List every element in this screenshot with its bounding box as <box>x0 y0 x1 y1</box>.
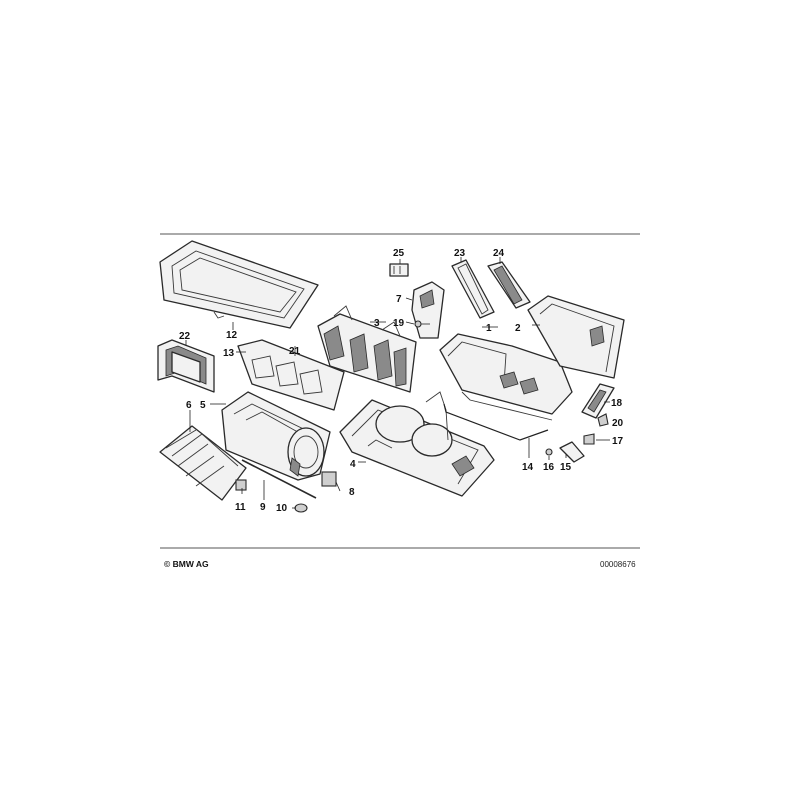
part-5-blower-housing <box>221 391 331 481</box>
callout-10: 10 <box>276 503 288 514</box>
part-6-blower-cover <box>159 425 247 501</box>
part-2-upper-housing <box>527 295 625 379</box>
callout-9: 9 <box>260 502 266 513</box>
callout-12: 12 <box>226 330 238 341</box>
part-17-clip <box>583 433 595 445</box>
part-13-filter-grille <box>237 339 345 411</box>
callout-20: 20 <box>612 418 624 429</box>
part-3-bracket <box>317 305 417 393</box>
part-4-lower-housing <box>339 391 495 497</box>
part-25-connector <box>389 263 409 277</box>
part-12-filter-frame <box>159 240 319 329</box>
part-15-lever <box>559 441 585 463</box>
callout-7: 7 <box>396 294 402 305</box>
callouts: 1 2 3 4 5 6 7 8 9 10 11 12 13 14 15 16 1… <box>179 248 624 514</box>
callout-4: 4 <box>350 459 356 470</box>
part-8-block <box>321 471 337 487</box>
callout-6: 6 <box>186 400 192 411</box>
callout-3: 3 <box>374 318 380 329</box>
callout-24: 24 <box>493 248 505 259</box>
callout-25: 25 <box>393 248 405 259</box>
callout-11: 11 <box>235 502 246 513</box>
callout-16: 16 <box>543 462 555 473</box>
part-23-seal <box>451 259 495 319</box>
callout-5: 5 <box>200 400 206 411</box>
part-7-duct <box>411 281 445 339</box>
part-22-duct <box>157 339 215 393</box>
callout-2: 2 <box>515 323 521 334</box>
part-10-grommet <box>294 503 308 513</box>
callout-8: 8 <box>349 487 355 498</box>
callout-21: 21 <box>289 346 301 357</box>
callout-19: 19 <box>393 318 405 329</box>
callout-14: 14 <box>522 462 534 473</box>
callout-13: 13 <box>223 348 235 359</box>
part-9-rod <box>241 459 317 499</box>
leader-lines <box>185 257 610 509</box>
part-18-flap <box>581 383 615 419</box>
callout-23: 23 <box>454 248 466 259</box>
part-14-wire <box>443 403 549 441</box>
copyright-label: © BMW AG <box>164 559 209 569</box>
part-20-clip <box>597 413 609 427</box>
callout-15: 15 <box>560 462 572 473</box>
part-1-main-housing <box>439 333 573 421</box>
drawing-number: 00008676 <box>600 560 636 569</box>
part-16-washer <box>545 448 553 456</box>
part-11-clip <box>235 479 247 491</box>
callout-22: 22 <box>179 331 191 342</box>
callout-18: 18 <box>611 398 623 409</box>
callout-17: 17 <box>612 436 624 447</box>
part-19-screw <box>414 320 430 328</box>
part-24-seal <box>487 261 531 309</box>
callout-1: 1 <box>486 323 492 334</box>
